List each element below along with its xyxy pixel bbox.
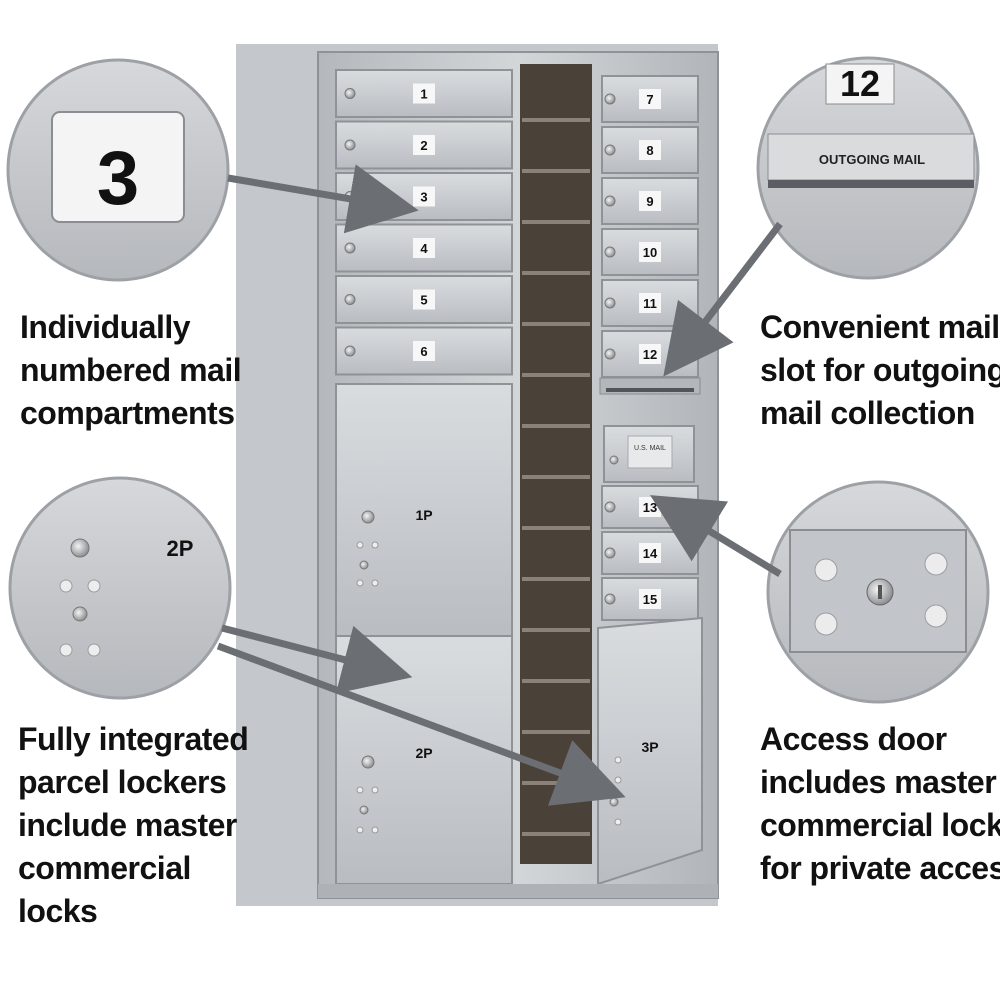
door-number-label: 8 <box>646 143 653 158</box>
access-door: U.S. MAIL <box>603 425 695 483</box>
lock-icon <box>344 294 356 305</box>
door-number-label: 13 <box>643 500 657 515</box>
left-door-6: 6 <box>335 326 513 376</box>
cabinet-base <box>318 884 718 898</box>
door-number-label: 1 <box>420 87 427 102</box>
lock-icon <box>604 547 616 559</box>
arrow-to-parcel-3p <box>216 642 626 806</box>
left-door-2: 2 <box>335 120 513 170</box>
parcel-label-2p: 2P <box>415 745 432 761</box>
door-number-label: 2 <box>420 138 427 153</box>
right-door-column-bottom: 13 14 15 <box>601 485 699 621</box>
caption-numbered-compartments: Individually numbered mail compartments <box>20 306 242 435</box>
caption-line: for private access <box>760 850 1000 886</box>
right-door-15: 15 <box>601 577 699 621</box>
door-number-label: 14 <box>643 546 658 561</box>
access-plate-label: U.S. MAIL <box>634 445 666 452</box>
right-door-10: 10 <box>601 228 699 276</box>
caption-access-door: Access door includes master commercial l… <box>760 718 1000 890</box>
door-number-label: 9 <box>646 194 653 209</box>
door-number-label: 15 <box>643 592 657 607</box>
caption-line: Access door <box>760 721 947 757</box>
right-door-14: 14 <box>601 531 699 575</box>
zoom-circle-access-lock <box>766 480 990 704</box>
door-number-label: 5 <box>420 293 427 308</box>
cabinet-interior <box>520 64 592 864</box>
zoom-number-label: 3 <box>97 136 139 221</box>
lock-icon <box>344 139 356 151</box>
right-door-7: 7 <box>601 75 699 123</box>
caption-line: numbered mail <box>20 352 242 388</box>
caption-line: slot for outgoing <box>760 352 1000 388</box>
parcel-locker-3p: 3P <box>597 616 703 886</box>
arrow-to-door-3 <box>227 164 419 234</box>
lock-icon <box>359 560 369 570</box>
parcel-label-3p: 3P <box>641 739 658 755</box>
door-number-label: 3 <box>420 190 427 205</box>
caption-line: commercial lock <box>760 807 1000 843</box>
door-number-label: 7 <box>646 92 653 107</box>
lock-icon <box>70 538 90 558</box>
door-number-label: 4 <box>420 241 428 256</box>
lock-icon <box>604 195 616 207</box>
caption-line: compartments <box>20 395 235 431</box>
door-number-label: 12 <box>643 347 657 362</box>
right-door-8: 8 <box>601 126 699 174</box>
lock-icon <box>344 345 356 357</box>
lock-icon <box>344 242 356 254</box>
caption-line: includes master <box>760 764 997 800</box>
lock-icon <box>359 805 369 815</box>
arrow-to-outgoing-slot <box>663 221 783 377</box>
caption-line: locks <box>18 893 98 929</box>
lock-icon <box>344 88 356 99</box>
door-number-label: 10 <box>643 245 657 260</box>
lock-icon <box>609 797 619 807</box>
arrow-to-parcel-2p <box>221 624 413 694</box>
left-door-5: 5 <box>335 275 513 324</box>
caption-line: Fully integrated <box>18 721 249 757</box>
right-door-13: 13 <box>601 485 699 529</box>
parcel-locker-1p: 1P <box>335 383 513 639</box>
door-number-label: 11 <box>643 296 657 311</box>
caption-parcel-lockers: Fully integrated parcel lockers include … <box>18 718 249 933</box>
caption-line: mail collection <box>760 395 975 431</box>
caption-line: Convenient mail <box>760 309 1000 345</box>
lock-icon <box>604 144 616 156</box>
zoom-circle-parcel: 2P <box>8 476 232 700</box>
lock-icon <box>604 501 616 513</box>
lock-icon <box>604 93 616 105</box>
right-door-9: 9 <box>601 177 699 225</box>
caption-line: Individually <box>20 309 191 345</box>
zoom-outgoing-label: OUTGOING MAIL <box>819 152 925 167</box>
zoom-circle-outgoing: 12 OUTGOING MAIL <box>756 56 980 280</box>
caption-line: include master <box>18 807 237 843</box>
lock-icon <box>604 348 616 360</box>
zoom-door-number: 12 <box>840 63 880 104</box>
lock-icon <box>361 755 375 769</box>
door-number-label: 6 <box>420 344 427 359</box>
parcel-locker-2p: 2P <box>335 635 513 885</box>
caption-line: commercial <box>18 850 191 886</box>
caption-outgoing-slot: Convenient mail slot for outgoing mail c… <box>760 306 1000 435</box>
lock-icon <box>609 455 619 465</box>
lock-icon <box>604 246 616 258</box>
left-door-column: 1 2 3 4 5 6 <box>335 69 513 376</box>
lock-icon <box>604 593 616 605</box>
arrow-to-access-door <box>650 495 782 577</box>
caption-line: parcel lockers <box>18 764 227 800</box>
lock-icon <box>361 510 375 524</box>
lock-icon <box>72 606 88 622</box>
lock-icon <box>604 297 616 309</box>
zoom-parcel-label: 2P <box>167 536 194 561</box>
callout-arrows <box>216 164 783 806</box>
zoom-circle-number-3: 3 <box>6 58 230 282</box>
parcel-label-1p: 1P <box>415 507 432 523</box>
left-door-3: 3 <box>335 172 513 221</box>
left-door-4: 4 <box>335 223 513 273</box>
left-door-1: 1 <box>335 69 513 118</box>
right-door-11: 11 <box>601 279 699 327</box>
